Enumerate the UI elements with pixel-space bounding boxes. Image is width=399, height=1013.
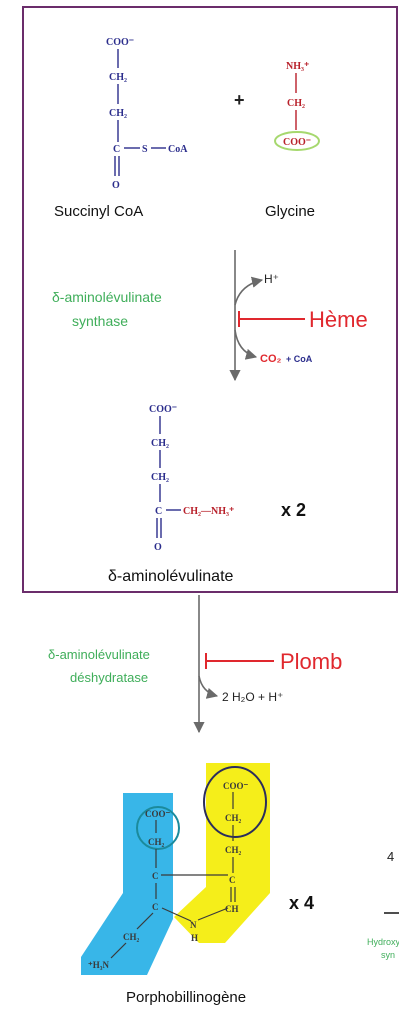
succinyl-coo: COO⁻ (106, 37, 134, 48)
pbg-multiplier: x 4 (289, 893, 314, 913)
succinyl-coa-structure: COO⁻ CH₂ CH₂ C S CoA O (106, 37, 188, 191)
plus-sign: + (234, 90, 245, 110)
step2-products: 2 H₂O + H⁺ (222, 690, 283, 704)
step1-co2: CO₂ (260, 353, 282, 365)
succinyl-ch2-bottom: CH₂ (109, 108, 127, 119)
glycine-label: Glycine (265, 203, 315, 220)
step-frame (22, 6, 398, 593)
ala-structure: COO⁻ CH₂ CH₂ C CH₂—NH₃⁺ O (149, 404, 234, 553)
succinyl-c: C (113, 144, 120, 155)
pbg-structure: COO⁻ CH₂ C C COO⁻ CH₂ CH₂ C CH N H CH₂ (81, 763, 270, 975)
pbg-blue-highlight (81, 793, 173, 975)
step2-enzyme-line1: δ-aminolévulinate (48, 647, 150, 662)
step2-product-arrow (198, 675, 219, 699)
pbg-right-carboxyl-oval (203, 766, 267, 838)
heme-inhibitor: Hème (309, 307, 368, 332)
step1-hplus-arrow (234, 276, 264, 306)
step1-coa: + CoA (286, 354, 313, 364)
ala-label: δ-aminolévulinate (108, 568, 234, 585)
succinyl-o: O (112, 180, 120, 191)
pbg-c-b: C (152, 902, 159, 912)
succinyl-s: S (142, 144, 148, 155)
pbg-coo-right: COO⁻ (223, 781, 249, 791)
ala-chain: CH₂—NH₃⁺ (183, 506, 234, 517)
step1-enzyme-line1: δ-aminolévulinate (52, 289, 162, 305)
glycine-nh3: NH₃⁺ (286, 61, 309, 72)
ala-ch2-b: CH₂ (151, 472, 169, 483)
pbg-coo-left: COO⁻ (145, 809, 171, 819)
edge-enzyme-line1: Hydroxy (367, 937, 399, 947)
pbg-h3n: ⁺H₃N (88, 960, 109, 970)
pbg-c-right: C (229, 875, 236, 885)
pbg-ch2-right-b: CH₂ (225, 845, 242, 855)
succinyl-coa: CoA (168, 144, 188, 155)
succinyl-coa-label: Succinyl CoA (54, 203, 143, 220)
glycine-structure: NH₃⁺ CH₂ COO⁻ (274, 61, 320, 151)
ala-o: O (154, 542, 162, 553)
ala-coo: COO⁻ (149, 404, 177, 415)
pbg-n: N (190, 920, 197, 930)
step1-co2-arrow (234, 329, 258, 360)
pbg-h: H (191, 933, 198, 943)
ala-multiplier: x 2 (281, 500, 306, 520)
succinyl-ch2-top: CH₂ (109, 72, 127, 83)
pbg-ch2-right-a: CH₂ (225, 813, 242, 823)
ala-c: C (155, 506, 162, 517)
step1-enzyme-line2: synthase (72, 313, 128, 329)
edge-enzyme-line2: syn (381, 950, 395, 960)
glycine-carboxyl-oval (274, 131, 320, 151)
ala-ch2-a: CH₂ (151, 438, 169, 449)
pbg-ch: CH (225, 904, 239, 914)
glycine-ch2: CH₂ (287, 98, 305, 109)
step1-hplus: H⁺ (264, 272, 279, 286)
pbg-ch2-amine: CH₂ (123, 932, 140, 942)
glycine-coo: COO⁻ (283, 137, 311, 148)
pbg-c-a: C (152, 871, 159, 881)
pbg-label: Porphobillinogène (126, 989, 246, 1006)
lead-inhibitor: Plomb (280, 649, 342, 674)
pbg-ch2-left: CH₂ (148, 837, 165, 847)
step2-enzyme-line2: déshydratase (70, 670, 148, 685)
pbg-left-carboxyl-circle (136, 806, 180, 850)
pbg-yellow-highlight (174, 763, 270, 943)
edge-step-number: 4 (387, 849, 394, 864)
